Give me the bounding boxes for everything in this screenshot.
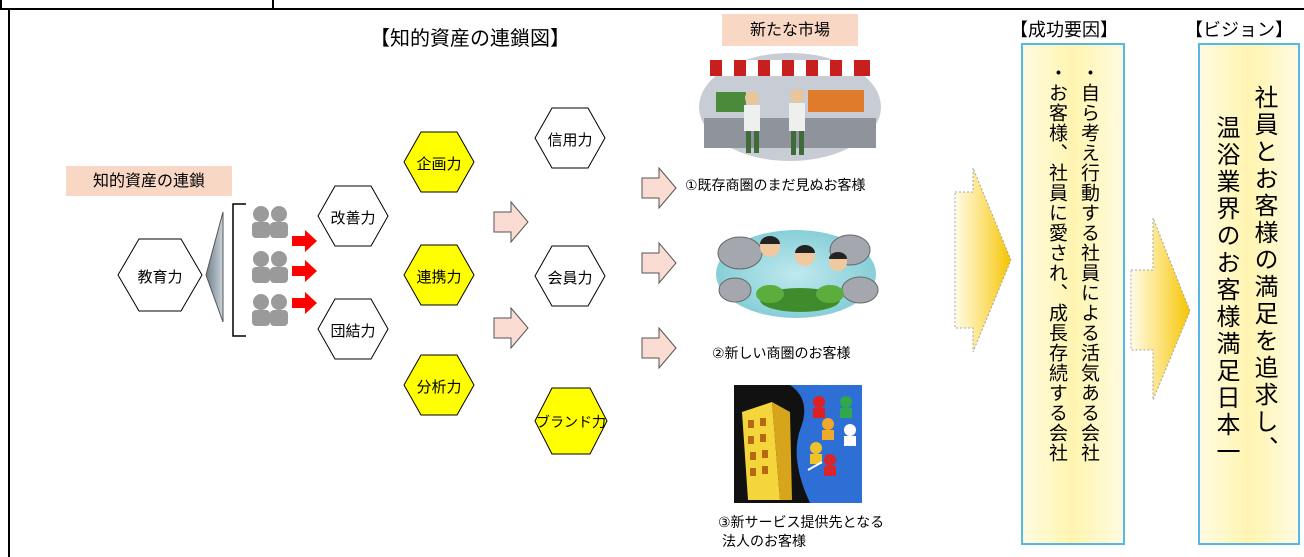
success-line-2: ・お客様、社員に愛され、成長存続する会社 [1046, 63, 1068, 463]
pink-arrows-mid [493, 200, 529, 350]
frame-top-line [270, 8, 1304, 10]
hex-node-improvement [317, 185, 389, 247]
success-box: ・自ら考え行動する社員による活気ある会社 ・お客様、社員に愛され、成長存続する会… [1021, 43, 1125, 545]
hex-label-education: 教育力 [137, 268, 183, 286]
market-caption-2: ②新しい商圏のお客様 [712, 346, 851, 362]
hex-label-analysis: 分析力 [416, 378, 462, 396]
hex-node-planning [403, 131, 475, 193]
market-caption-3b: 法人のお客様 [722, 534, 806, 550]
hex-label-improvement: 改善力 [330, 209, 376, 227]
people-icon-group [252, 206, 288, 326]
hex-node-membership [534, 245, 606, 307]
hex-node-brand [534, 387, 608, 455]
market-caption-3: ③新サービス提供先となる [718, 515, 885, 531]
market-caption-1: ①既存商圏のまだ見ぬお客様 [685, 178, 866, 194]
vision-header: 【ビジョン】 [1185, 20, 1293, 41]
chain-title: 【知的資産の連鎖図】 [370, 26, 570, 50]
big-arrow-vision [1130, 217, 1191, 401]
hex-label-planning: 企画力 [416, 155, 462, 173]
success-header: 【成功要因】 [1010, 20, 1118, 41]
people-bracket [232, 203, 246, 337]
frame-tab [0, 0, 274, 10]
red-arrows [292, 230, 317, 314]
vision-line-2: 温浴業界のお客様満足日本一 [1212, 115, 1240, 466]
hex-node-cooperation [403, 244, 475, 306]
hex-label-brand: ブランド力 [536, 415, 606, 431]
left-label: 知的資産の連鎖 [66, 166, 232, 196]
market-illustration-corporate [734, 385, 862, 503]
vision-box: 社員とお客様の満足を追求し、 温浴業界のお客様満足日本一 [1198, 43, 1300, 545]
pink-arrows-markets [641, 166, 677, 370]
markets-header: 新たな市場 [722, 14, 858, 46]
hex-label-membership: 会員力 [547, 269, 593, 287]
funnel-triangle [205, 211, 224, 323]
vision-line-1: 社員とお客様の満足を追求し、 [1250, 85, 1278, 463]
hex-label-unity: 団結力 [330, 322, 376, 340]
hex-node-unity [317, 298, 389, 360]
success-line-1: ・自ら考え行動する社員による活気ある会社 [1078, 63, 1100, 463]
market-illustration-street [699, 53, 881, 161]
hex-node-analysis [403, 354, 475, 416]
hex-node-credit [534, 107, 606, 169]
hex-label-cooperation: 連携力 [416, 268, 462, 286]
hex-label-credit: 信用力 [547, 131, 593, 149]
hex-node-education [117, 238, 203, 312]
big-arrow-success [954, 167, 1012, 353]
market-illustration-hot-spring [716, 230, 879, 318]
frame-left-line [8, 8, 10, 557]
